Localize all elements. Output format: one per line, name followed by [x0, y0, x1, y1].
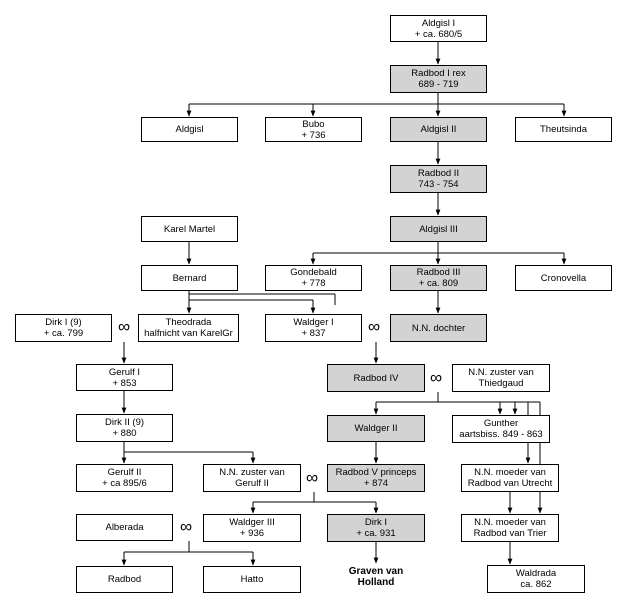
person-alberada: Alberada	[76, 514, 173, 541]
person-waldger-1: Waldger I + 837	[265, 314, 362, 342]
person-nn-zuster-thiedgaud: N.N. zuster van Thiedgaud	[452, 364, 550, 392]
marriage-symbol: ∞	[430, 368, 443, 387]
person-dates: + ca. 931	[356, 528, 396, 539]
person-note: Gerulf II	[235, 478, 269, 489]
person-dates: + 837	[301, 328, 326, 339]
person-name: Waldger III	[229, 517, 275, 528]
person-nn-dochter: N.N. dochter	[390, 314, 487, 342]
person-aldgisl-3: Aldgisl III	[390, 216, 487, 242]
person-name: Aldgisl I	[421, 17, 456, 29]
person-name: Radbod	[107, 574, 142, 585]
person-dirk-2-9: Dirk II (9) + 880	[76, 414, 173, 442]
marriage-symbol: ∞	[306, 468, 319, 487]
person-note: Radbod van Utrecht	[467, 478, 553, 489]
person-name: Karel Martel	[163, 223, 216, 235]
person-name: Gondebald	[290, 267, 337, 278]
person-nn-moeder-utrecht: N.N. moeder van Radbod van Utrecht	[461, 464, 559, 492]
person-name: Radbod III	[416, 267, 461, 278]
person-aldgisl: Aldgisl	[141, 117, 238, 142]
person-dates: + ca. 680/5	[414, 28, 463, 40]
person-waldrada: Waldrada ca. 862	[487, 565, 585, 593]
person-dates: + 874	[363, 478, 389, 489]
person-name: Radbod IV	[353, 372, 399, 384]
person-aldgisl-2: Aldgisl II	[390, 117, 487, 142]
label-line: Holland	[357, 577, 395, 588]
person-name: N.N. zuster van	[219, 467, 285, 478]
person-dirk-1: Dirk I + ca. 931	[327, 514, 425, 542]
graven-van-holland-label: Graven van Holland	[327, 566, 425, 588]
marriage-symbol: ∞	[368, 317, 381, 336]
person-theodrada: Theodrada halfnicht van KarelGr	[138, 314, 239, 342]
person-note: Thiedgaud	[478, 378, 524, 389]
person-radbod-3: Radbod III + ca. 809	[390, 265, 487, 291]
person-name: Dirk I	[364, 517, 388, 528]
person-radbod-4: Radbod IV	[327, 364, 425, 392]
person-radbod-1: Radbod I rex 689 - 719	[390, 65, 487, 93]
person-name: N.N. moeder van	[474, 517, 546, 528]
person-gondebald: Gondebald + 778	[265, 265, 362, 291]
person-hatto: Hatto	[203, 566, 301, 593]
person-name: Dirk I (9)	[45, 317, 82, 328]
person-name: Gerulf II	[107, 467, 142, 478]
person-name: N.N. zuster van	[468, 367, 534, 378]
person-bernard: Bernard	[141, 265, 238, 291]
person-name: Hatto	[240, 574, 264, 585]
person-name: Cronovella	[540, 272, 587, 284]
person-radbod: Radbod	[76, 566, 173, 593]
person-note: aartsbiss. 849 - 863	[459, 429, 543, 440]
person-waldger-3: Waldger III + 936	[203, 514, 301, 542]
person-radbod-2: Radbod II 743 - 754	[390, 165, 487, 193]
person-name: Gerulf I	[108, 366, 141, 378]
person-dates: 689 - 719	[418, 79, 459, 90]
person-name: Waldger I	[293, 317, 334, 328]
person-waldger-2: Waldger II	[327, 415, 425, 442]
person-name: Alberada	[105, 522, 144, 533]
person-radbod-5: Radbod V princeps + 874	[327, 464, 425, 492]
person-dates: + 880	[112, 428, 137, 439]
person-name: Aldgisl III	[419, 223, 458, 235]
person-dates: + 936	[239, 528, 265, 539]
person-dates: + 853	[112, 377, 137, 389]
person-name: Bernard	[172, 272, 207, 284]
marriage-symbol: ∞	[180, 517, 193, 536]
person-name: Bubo	[302, 118, 325, 130]
person-dates: + ca. 799	[43, 328, 84, 339]
person-name: Theodrada	[165, 317, 212, 328]
person-nn-zuster-gerulf-2: N.N. zuster van Gerulf II	[203, 464, 301, 492]
person-theutsinda: Theutsinda	[515, 117, 612, 142]
person-name: N.N. moeder van	[474, 467, 546, 478]
person-karel-martel: Karel Martel	[141, 216, 238, 242]
person-name: Aldgisl	[175, 124, 204, 135]
person-name: Radbod V princeps	[335, 467, 417, 478]
person-gerulf-2: Gerulf II + ca 895/6	[76, 464, 173, 492]
person-note: halfnicht van KarelGr	[144, 328, 233, 339]
marriage-symbol: ∞	[118, 317, 131, 336]
person-name: Gunther	[483, 418, 519, 429]
person-note: Radbod van Trier	[473, 528, 547, 539]
person-cronovella: Cronovella	[515, 265, 612, 291]
person-dates: ca. 862	[520, 579, 552, 590]
person-dates: 743 - 754	[418, 179, 459, 190]
person-bubo: Bubo + 736	[265, 117, 362, 142]
person-dates: + 736	[301, 129, 326, 141]
person-nn-moeder-trier: N.N. moeder van Radbod van Trier	[461, 514, 559, 542]
person-name: Theutsinda	[539, 124, 587, 135]
person-aldgisl-1: Aldgisl I + ca. 680/5	[390, 15, 487, 42]
person-name: N.N. dochter	[411, 322, 466, 334]
person-name: Radbod I rex	[411, 68, 466, 79]
label-line: Graven van	[348, 566, 404, 577]
person-name: Aldgisl II	[420, 124, 457, 135]
person-gerulf-1: Gerulf I + 853	[76, 364, 173, 391]
person-dates: + 778	[301, 278, 326, 289]
person-name: Waldrada	[515, 568, 557, 579]
person-dirk-1-9: Dirk I (9) + ca. 799	[15, 314, 112, 342]
person-dates: + ca 895/6	[102, 478, 147, 489]
person-name: Dirk II (9)	[104, 417, 145, 428]
person-name: Waldger II	[354, 423, 398, 434]
person-dates: + ca. 809	[418, 278, 459, 289]
person-name: Radbod II	[417, 168, 460, 179]
person-gunther: Gunther aartsbiss. 849 - 863	[452, 415, 550, 443]
